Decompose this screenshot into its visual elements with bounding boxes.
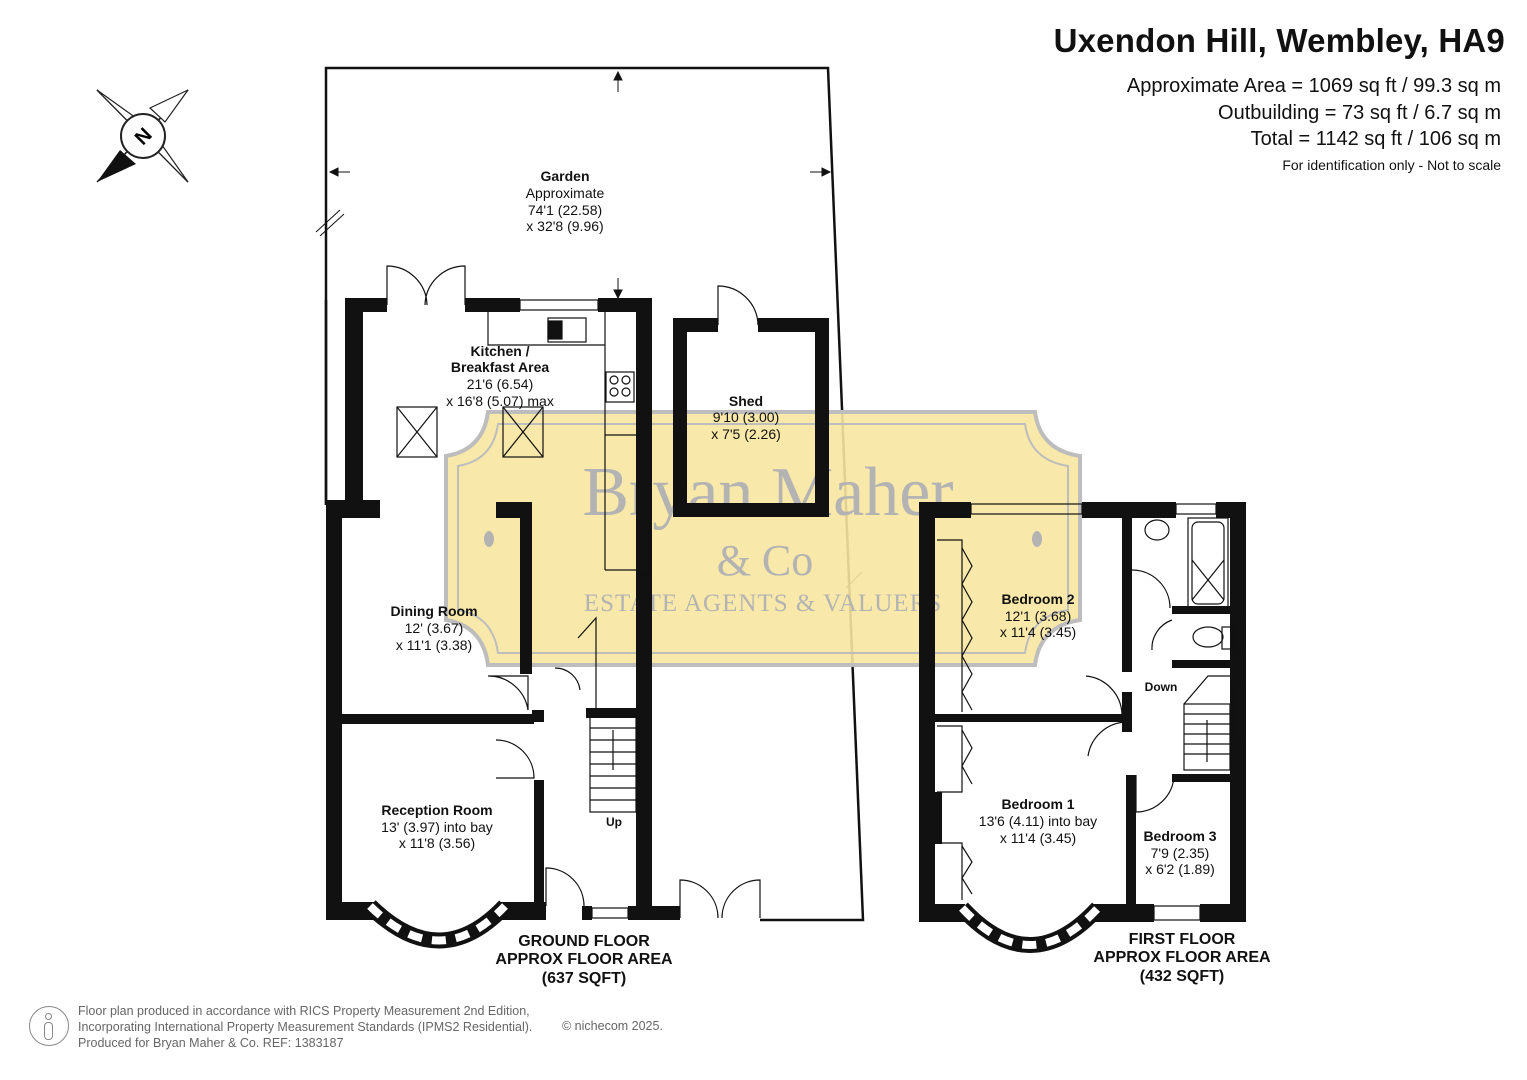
total-area: Total = 1142 sq ft / 106 sq m (1250, 128, 1501, 150)
reception-dim-1: 13' (3.97) into bay (381, 819, 493, 835)
footer-line-2: Incorporating International Property Mea… (78, 1020, 533, 1034)
reception-dim-2: x 11'8 (3.56) (399, 835, 475, 851)
ground-floor-fittings (386, 265, 761, 919)
ground-floor-walls (326, 298, 680, 920)
ground-floor-area-label: APPROX FLOOR AREA (495, 951, 673, 968)
dining-label: Dining Room (390, 603, 477, 619)
shed-dim-2: x 7'5 (2.26) (711, 426, 781, 442)
bedroom3-dim-1: 7'9 (2.35) (1151, 845, 1210, 861)
outbuilding-area: Outbuilding = 73 sq ft / 6.7 sq m (1218, 102, 1501, 124)
first-floor-chimney (932, 792, 942, 844)
shed-dim-1: 9'10 (3.00) (713, 409, 780, 425)
garden-dim-1: 74'1 (22.58) (528, 202, 602, 218)
first-floor-area-label: APPROX FLOOR AREA (1093, 949, 1271, 966)
agent-watermark: Bryan Maher & Co ESTATE AGENTS & VALUERS (444, 410, 1082, 667)
property-title: Uxendon Hill, Wembley, HA9 (1053, 22, 1505, 59)
dining-dim-2: x 11'1 (3.38) (396, 637, 472, 653)
person-figure-icon (29, 1006, 69, 1046)
compass-north-icon: N (96, 89, 189, 183)
garden-outline (324, 66, 865, 922)
watermark-line2: & Co (717, 536, 814, 585)
ground-floor-bay-window (364, 900, 511, 949)
first-floor-area-value: (432 SQFT) (1140, 968, 1224, 985)
reception-label: Reception Room (381, 802, 492, 818)
stairs-up-label: Up (606, 815, 622, 829)
footer-notes: Floor plan produced in accordance with R… (78, 1003, 532, 1051)
kitchen-label-1: Kitchen / (470, 343, 529, 359)
first-floor-walls (919, 502, 1246, 922)
first-floor-bay-window (956, 902, 1104, 953)
garden-label: Garden (540, 168, 589, 184)
dining-dim-1: 12' (3.67) (405, 620, 464, 636)
kitchen-dim-2: x 16'8 (5.07) max (446, 393, 554, 409)
shed-label: Shed (729, 393, 763, 409)
bedroom2-label: Bedroom 2 (1001, 591, 1074, 607)
garden-dim-2: x 32'8 (9.96) (526, 218, 603, 234)
bedroom1-label: Bedroom 1 (1001, 796, 1074, 812)
bedroom2-dim-1: 12'1 (3.68) (1005, 608, 1072, 624)
first-floor-fittings (937, 503, 1245, 921)
approximate-area: Approximate Area = 1069 sq ft / 99.3 sq … (1126, 75, 1501, 97)
bedroom3-dim-2: x 6'2 (1.89) (1145, 861, 1215, 877)
kitchen-dim-1: 21'6 (6.54) (467, 376, 534, 392)
shed-walls (673, 285, 829, 517)
footer-line-3: Produced for Bryan Maher & Co. REF: 1383… (78, 1036, 344, 1050)
first-floor-label: FIRST FLOOR (1129, 931, 1236, 948)
ground-floor-area-value: (637 SQFT) (542, 970, 626, 987)
identification-note: For identification only - Not to scale (1282, 157, 1501, 173)
footer-line-1: Floor plan produced in accordance with R… (78, 1004, 530, 1018)
bedroom1-dim-1: 13'6 (4.11) into bay (979, 813, 1097, 829)
bedroom1-dim-2: x 11'4 (3.45) (1000, 830, 1076, 846)
garden-approx: Approximate (526, 185, 605, 201)
ground-floor-label: GROUND FLOOR (518, 933, 650, 950)
bedroom3-label: Bedroom 3 (1143, 828, 1216, 844)
garden-dimension-arrows (315, 70, 863, 589)
copyright-notice: © nichecom 2025. (562, 1019, 663, 1033)
stairs-down-label: Down (1145, 680, 1178, 694)
bedroom2-dim-2: x 11'4 (3.45) (1000, 624, 1076, 640)
kitchen-label-2: Breakfast Area (451, 359, 550, 375)
